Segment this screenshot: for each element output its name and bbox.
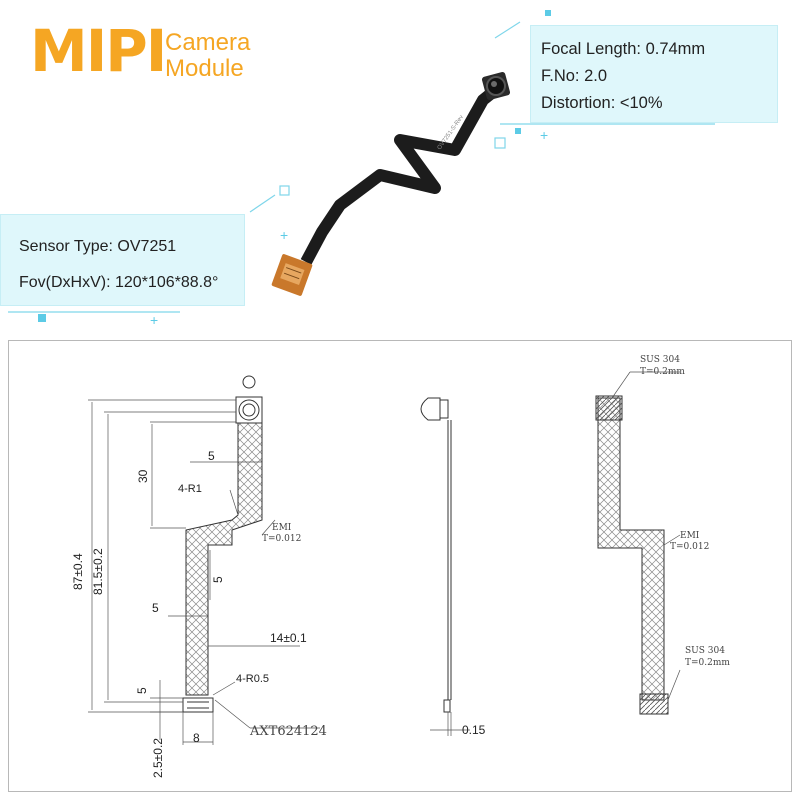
spec-sensor-type: Sensor Type: OV7251 — [19, 238, 177, 255]
dim-4-r1: 4-R1 — [178, 483, 202, 495]
svg-text:+: + — [280, 227, 288, 243]
dim-2-5: 2.5±0.2 — [151, 738, 165, 778]
side-lens — [420, 397, 441, 421]
sus-top-label: SUS 304 — [640, 355, 680, 365]
spec-fov: Fov(DxHxV): 120*106*88.8° — [19, 274, 219, 291]
side-view: 0.15 — [420, 397, 486, 737]
back-stiffener-bottom — [639, 693, 669, 715]
spec-distortion: Distortion: <10% — [541, 94, 663, 112]
brand-subtitle-line2: Module — [165, 55, 244, 82]
brand-title: MIPI — [30, 17, 167, 85]
dim-8: 8 — [193, 731, 200, 745]
connector-part-number: AXT624124 — [249, 724, 327, 739]
emi-thickness-front: T=0.012 — [262, 534, 301, 544]
sus-bottom-label: SUS 304 — [685, 646, 725, 656]
dim-81-5: 81.5±0.2 — [91, 548, 105, 595]
brand-subtitle-line1: Camera — [165, 29, 251, 56]
dim-4-r0-5: 4-R0.5 — [236, 673, 269, 685]
emi-label-front: EMI — [272, 523, 292, 533]
back-view: SUS 304 T=0.2mm EMI T=0.012 SUS 304 T=0.… — [595, 355, 730, 715]
front-view: 87±0.4 81.5±0.2 30 5 4-R1 EMI T=0.012 5 … — [71, 375, 327, 778]
dim-5-left: 5 — [152, 601, 159, 615]
lens-module — [481, 71, 511, 101]
front-connector — [182, 697, 214, 713]
front-flex-outline — [185, 399, 263, 696]
back-flex-outline — [597, 397, 665, 701]
sus-top-thickness: T=0.2mm — [640, 367, 685, 377]
dim-5-top: 5 — [208, 449, 215, 463]
back-stiffener-top — [595, 395, 623, 421]
brand-subtitle: Camera Module — [165, 30, 250, 82]
flex-cable — [300, 87, 497, 265]
dim-5-bottom: 5 — [135, 687, 149, 694]
emi-thickness-back: T=0.012 — [670, 542, 709, 552]
emi-label-back: EMI — [680, 531, 700, 541]
spec-box-sensor: Sensor Type: OV7251 Fov(DxHxV): 120*106*… — [0, 214, 245, 306]
svg-text:+: + — [150, 312, 158, 328]
spec-box-lens: Focal Length: 0.74mm F.No: 2.0 Distortio… — [530, 25, 778, 123]
dim-30: 30 — [136, 469, 150, 483]
spec-f-number: F.No: 2.0 — [541, 67, 608, 85]
svg-text:+: + — [540, 127, 548, 143]
dim-5-mid: 5 — [211, 576, 225, 583]
decorative-accents — [8, 21, 715, 313]
camera-module-photo: + + + OV7251-S-Rev — [8, 10, 777, 328]
sus-bottom-thickness: T=0.2mm — [685, 658, 730, 668]
dim-87: 87±0.4 — [71, 553, 85, 590]
dim-14: 14±0.1 — [270, 631, 307, 645]
technical-drawing-frame — [8, 340, 792, 792]
connector-board — [271, 254, 313, 296]
spec-focal-length: Focal Length: 0.74mm — [541, 40, 706, 58]
side-thickness: 0.15 — [462, 723, 486, 737]
